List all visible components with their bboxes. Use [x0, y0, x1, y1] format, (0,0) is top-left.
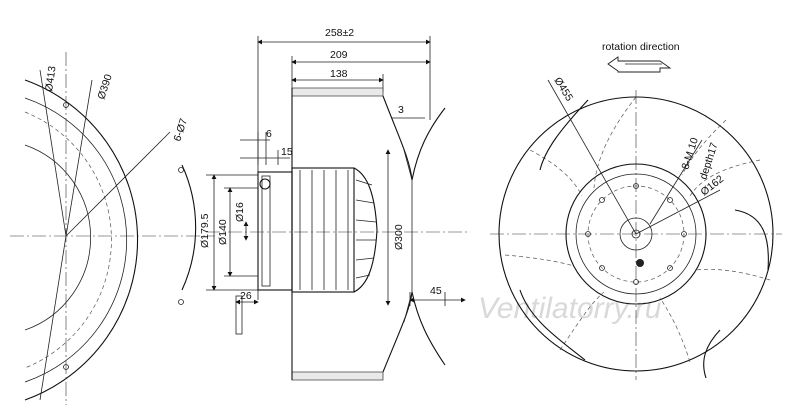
dim-138: 138: [330, 68, 348, 80]
outer-circle-arc: [24, 79, 139, 401]
inlet-lip: [403, 149, 413, 323]
mount-hole: [178, 299, 184, 305]
diameter-line-1: [39, 69, 67, 237]
cable-entry: [636, 259, 644, 267]
dim-d455: Ø455: [551, 75, 575, 103]
rim-arc: [181, 164, 197, 291]
mount-hole: [63, 364, 69, 370]
diameter-line-3: [39, 235, 67, 401]
dim-d16: Ø16: [234, 202, 246, 222]
rotation-label: rotation direction: [602, 41, 680, 53]
watermark-text: Ventilatorry.ru: [478, 292, 662, 325]
holes-leader: [65, 131, 171, 237]
side-view: 258±2 209 138 3: [199, 27, 470, 381]
cable: [235, 295, 243, 335]
inlet-ring-bottom: [411, 291, 446, 366]
cable-gland: [259, 178, 271, 190]
mount-hole: [178, 167, 184, 173]
blade-curve-top: [382, 95, 413, 181]
dim-15: 15: [281, 146, 293, 158]
impeller-top-plate: [291, 87, 384, 97]
inner-circle-arc: [24, 97, 127, 383]
blade-curve-bottom: [382, 291, 413, 373]
front-view: rotation direction: [490, 41, 782, 380]
inlet-arc: [24, 144, 92, 331]
dim-d390: Ø390: [95, 73, 114, 101]
impeller-bottom-plate: [291, 371, 384, 381]
dim-holes: 6-Ø7: [171, 117, 190, 143]
motor-dome: [353, 167, 378, 293]
dim-overall: 258±2: [325, 27, 354, 39]
bolt-hole: [667, 197, 673, 203]
dim-3: 3: [398, 104, 404, 116]
bolt-hole: [599, 197, 605, 203]
impeller-blades: [504, 96, 771, 379]
dim-6: 6: [266, 128, 272, 140]
inlet-ring-top: [411, 107, 446, 181]
dim-209: 209: [330, 49, 348, 61]
bolt-hole: [599, 265, 605, 271]
motor-housing: [291, 167, 355, 293]
dim-45: 45: [430, 285, 442, 297]
dim-d413: Ø413: [43, 65, 58, 92]
dim-d179: Ø179.5: [199, 213, 211, 248]
dim-26: 26: [240, 290, 252, 302]
diameter-line-2: [65, 79, 93, 237]
mounting-flange: [257, 171, 293, 291]
rotation-arrow-icon: [607, 56, 672, 73]
dim-d300: Ø300: [393, 224, 405, 250]
bolt-hole: [681, 231, 687, 237]
dim-thread: 8-M 10: [679, 136, 701, 171]
leader-thread: [649, 139, 703, 225]
mount-hole: [63, 102, 69, 108]
bolt-hole: [667, 265, 673, 271]
motor-fins: [299, 170, 377, 290]
bolt-circle-arc: [24, 111, 112, 369]
leader-d162: [635, 189, 721, 235]
leader-d455: [547, 79, 637, 235]
left-view: Ø413 Ø390 6-Ø7: [10, 52, 215, 405]
flange-inner: [261, 175, 271, 287]
